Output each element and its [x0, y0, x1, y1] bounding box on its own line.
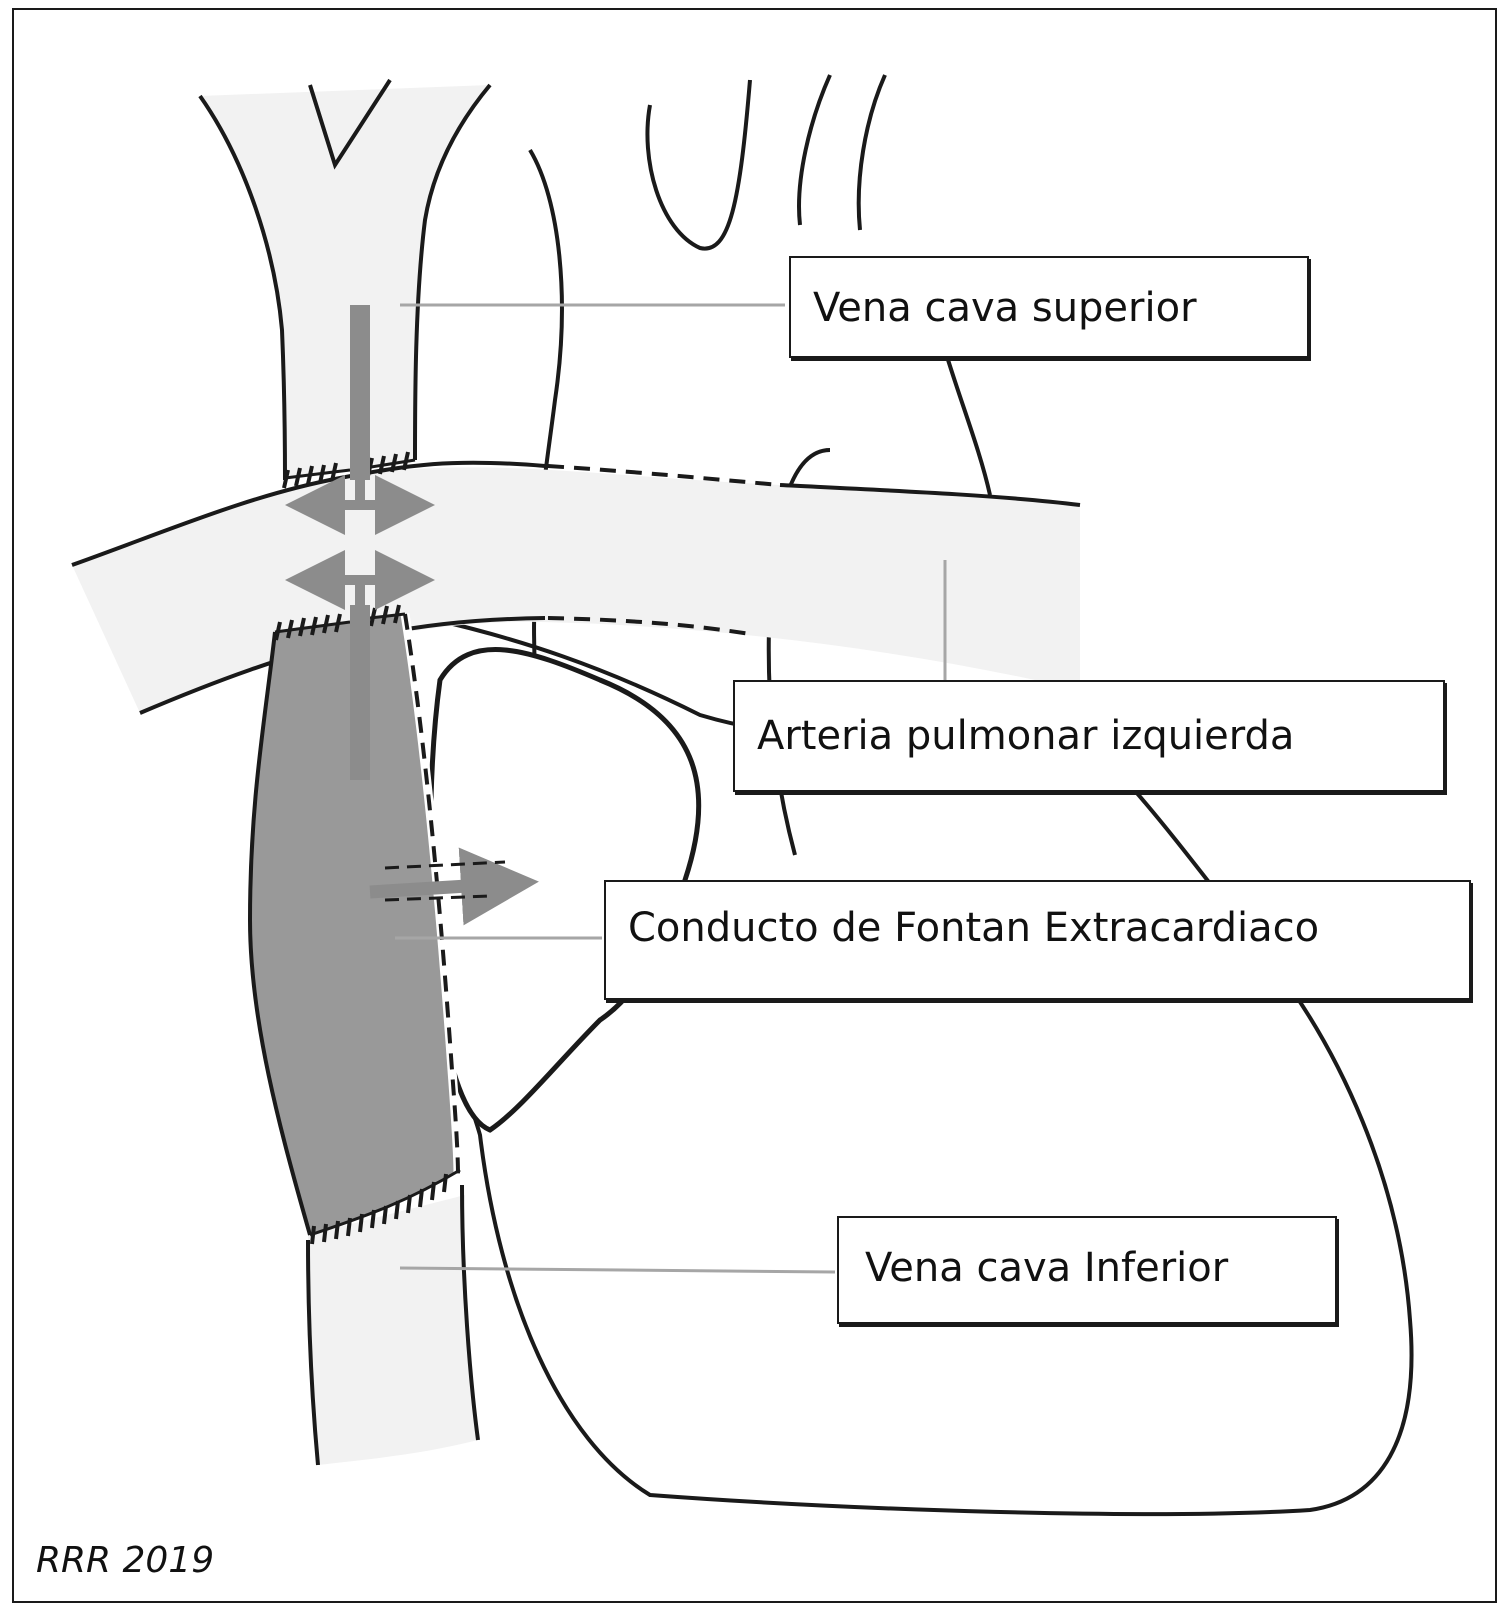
fontan-conduit — [250, 614, 461, 1235]
conduit-flow-arrow-right — [355, 550, 435, 610]
pa-lower-wall-dashed — [547, 616, 751, 636]
suture-hatches-ivc — [310, 1173, 448, 1245]
pa-upper-wall-far — [779, 483, 1081, 507]
conduit-label: Conducto de Fontan Extracardiaco — [628, 905, 1320, 951]
svc-bifurcation — [308, 78, 392, 170]
author-credit: RRR 2019 — [36, 1540, 215, 1581]
ivc-left-wall — [306, 1239, 320, 1466]
ivc-leader-line — [399, 1266, 836, 1274]
svc-flow-arrow-right — [355, 475, 435, 535]
ivc-right-wall — [460, 1184, 480, 1441]
aorta-sketch-3 — [856, 74, 887, 231]
aorta-sketch-2 — [797, 74, 832, 226]
fenestration-dash-lower — [384, 894, 491, 902]
svc-label: Vena cava superior — [813, 285, 1197, 331]
ivc-label: Vena cava Inferior — [865, 1245, 1229, 1291]
figure-frame — [12, 8, 1497, 1603]
pa-upper-wall-dashed — [547, 464, 781, 487]
conduit-right-wall-dashes — [403, 613, 460, 1176]
inferior-vena-cava — [308, 1195, 478, 1465]
ivc-label-box: Vena cava Inferior — [837, 1216, 1337, 1324]
suture-line-ivc — [309, 1168, 461, 1237]
superior-vena-cava — [200, 85, 490, 480]
conduit-left-wall — [247, 631, 312, 1236]
suture-hatches-conduit-left — [274, 613, 342, 641]
conduit-label-box: Conducto de Fontan Extracardiaco — [604, 880, 1471, 1000]
svc-right-wall — [413, 83, 492, 461]
fenestration-dash-upper — [384, 860, 506, 870]
fenestration-arrow — [369, 847, 539, 926]
lpa-label: Arteria pulmonar izquierda — [757, 713, 1295, 759]
heart-right-border — [943, 349, 992, 496]
aorta-sketch-1 — [645, 79, 752, 251]
svc-left-wall — [198, 94, 287, 481]
svc-label-box: Vena cava superior — [789, 256, 1309, 358]
suture-line-conduit-right — [369, 612, 406, 620]
lpa-label-box: Arteria pulmonar izquierda — [733, 680, 1445, 792]
